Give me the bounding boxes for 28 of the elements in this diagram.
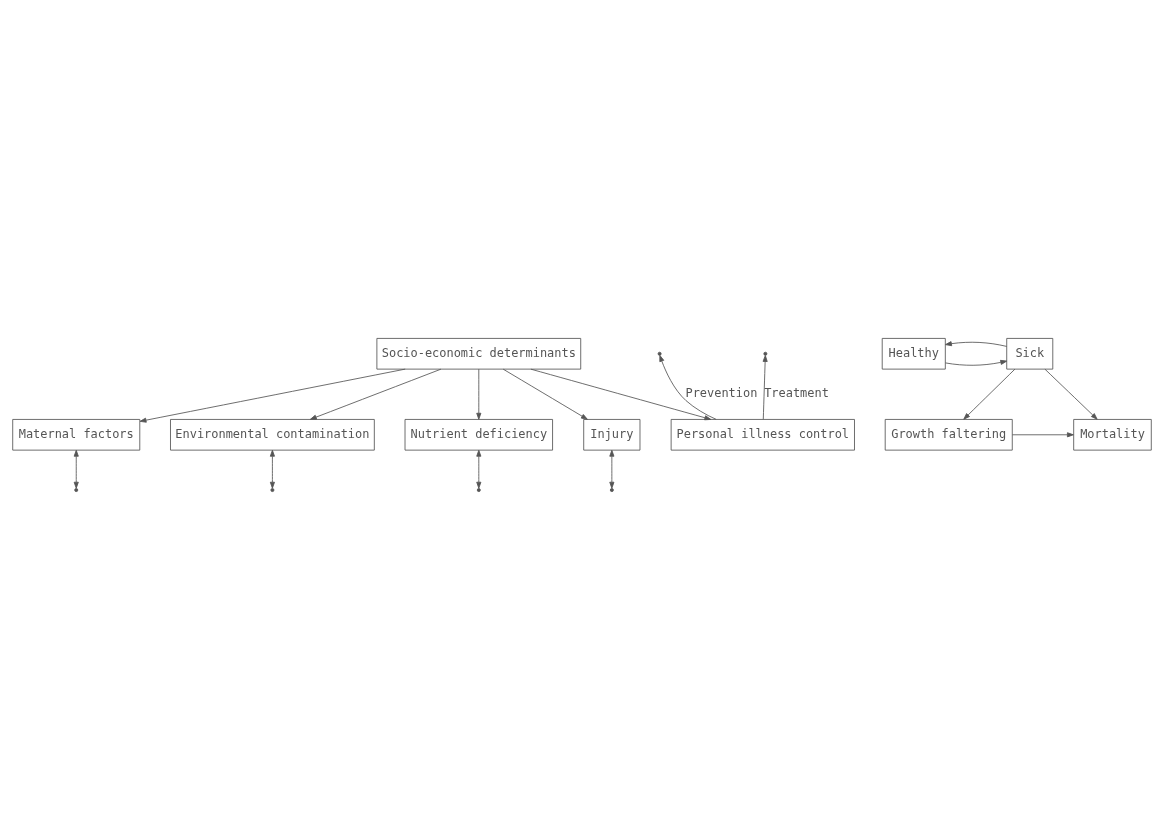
arrow: [762, 355, 768, 420]
arrow: [1011, 432, 1074, 438]
edge-label: Prevention: [685, 386, 758, 401]
arrow: [476, 368, 482, 420]
node-box: Socio-economic determinants: [376, 338, 582, 370]
node-box: Growth faltering: [884, 419, 1013, 451]
arrow: [659, 354, 717, 420]
arrow: [945, 341, 1008, 347]
node-box: Healthy: [881, 338, 946, 370]
node-box: Maternal factors: [12, 419, 141, 451]
arrow: [1044, 368, 1098, 420]
arrow: [530, 368, 712, 421]
arrow: [945, 359, 1008, 366]
node-box: Sick: [1006, 338, 1054, 370]
node-box: Environmental contamination: [170, 419, 375, 451]
arrow: [963, 368, 1016, 420]
arrow: [139, 368, 406, 423]
arrow: [609, 449, 615, 489]
edge-label: Treatment: [764, 386, 829, 401]
arrow: [73, 449, 79, 489]
arrow: [309, 368, 442, 420]
arrow: [269, 449, 275, 489]
node-box: Personal illness control: [670, 419, 855, 451]
node-box: Mortality: [1073, 419, 1152, 451]
arrow: [476, 449, 482, 489]
node-box: Nutrient deficiency: [404, 419, 553, 451]
node-box: Injury: [583, 419, 641, 451]
arrow: [502, 368, 588, 420]
